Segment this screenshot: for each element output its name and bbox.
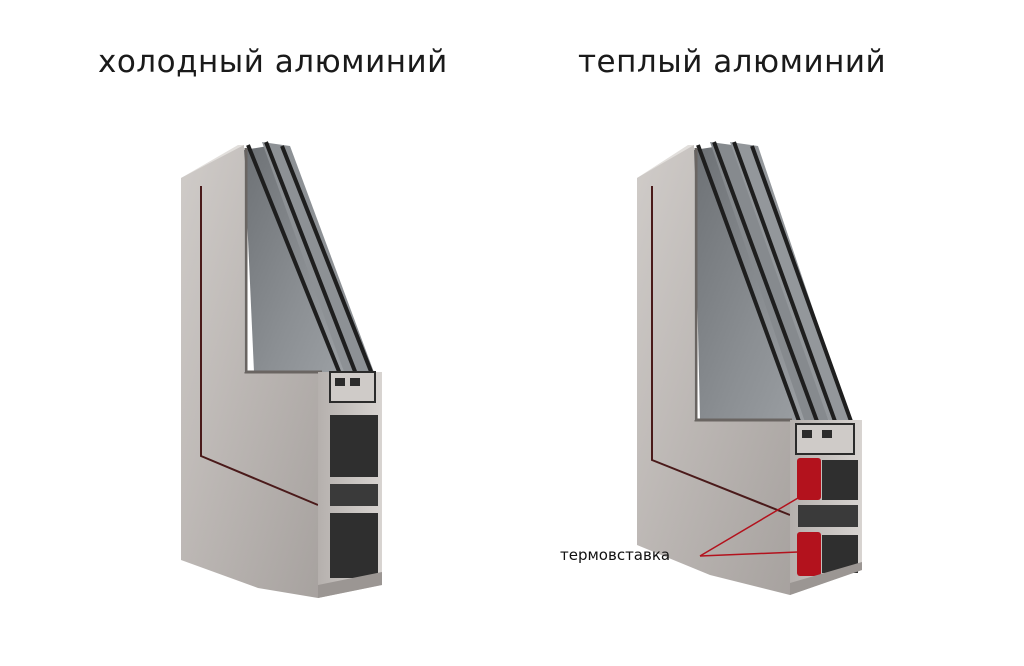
profile-chamber <box>330 415 378 477</box>
frame-face <box>181 145 318 598</box>
thermal-break-label: термовставка <box>560 546 671 564</box>
thermal-break <box>797 532 821 576</box>
callout-line <box>699 551 799 557</box>
frame-face <box>637 145 790 595</box>
title-warm-aluminum: теплый алюминий <box>578 44 887 80</box>
cold-aluminum-profile <box>181 141 382 598</box>
profile-chamber <box>822 460 858 500</box>
callout-line <box>699 497 799 557</box>
thermal-break <box>797 458 821 500</box>
profile-chamber <box>330 513 378 578</box>
title-cold-aluminum: холодный алюминий <box>98 44 448 80</box>
profile-chamber <box>330 484 378 506</box>
profile-chamber <box>798 505 858 527</box>
warm-aluminum-profile <box>637 141 862 595</box>
